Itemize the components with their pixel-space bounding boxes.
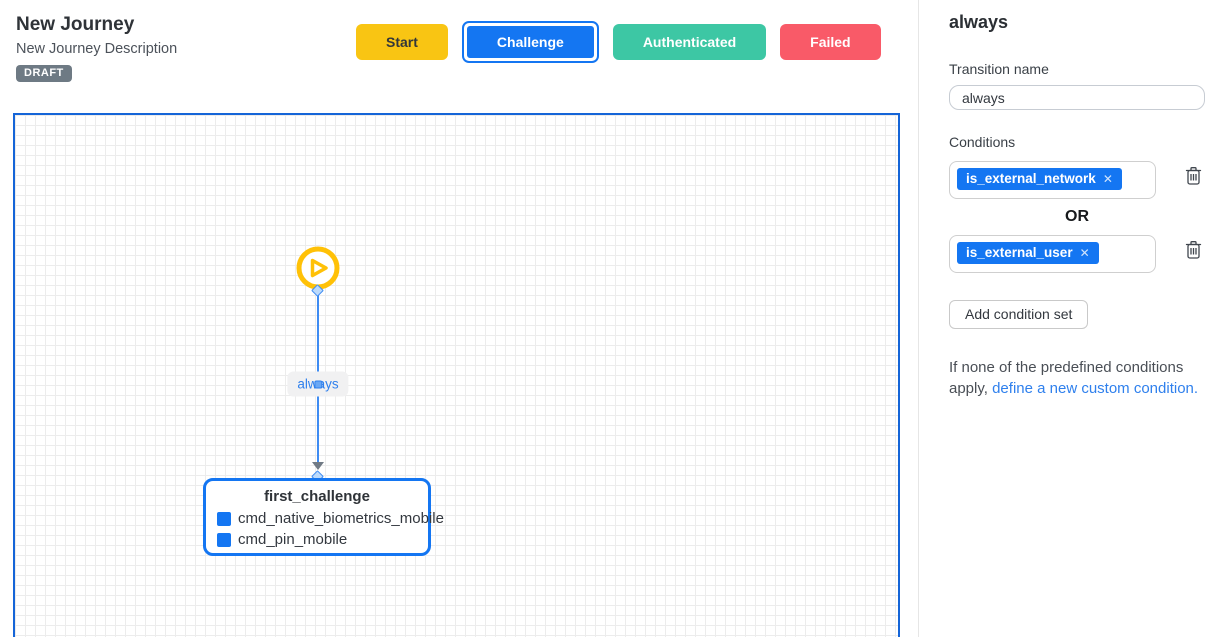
condition-set-row: is_external_network ✕ bbox=[949, 161, 1204, 199]
node-item-label: cmd_native_biometrics_mobile bbox=[238, 510, 444, 527]
challenge-node-first-challenge[interactable]: first_challenge cmd_native_biometrics_mo… bbox=[203, 478, 444, 556]
method-square-icon bbox=[217, 511, 231, 526]
journey-canvas[interactable]: always first_challenge cmd_native_biomet… bbox=[13, 113, 900, 637]
condition-set-input[interactable]: is_external_network ✕ bbox=[949, 161, 1156, 199]
condition-set-row: is_external_user ✕ bbox=[949, 235, 1204, 273]
panel-title: always bbox=[949, 12, 1009, 32]
play-icon bbox=[296, 246, 340, 290]
conditions-label: Conditions bbox=[949, 134, 1016, 150]
node-method-item: cmd_pin_mobile bbox=[206, 531, 428, 548]
condition-chip[interactable]: is_external_user ✕ bbox=[957, 242, 1099, 264]
authenticated-button[interactable]: Authenticated bbox=[612, 24, 767, 60]
journey-header: New Journey New Journey Description DRAF… bbox=[16, 14, 177, 82]
trash-icon bbox=[1185, 167, 1202, 185]
node-item-label: cmd_pin_mobile bbox=[238, 531, 348, 548]
start-node[interactable] bbox=[296, 246, 340, 290]
status-badge: DRAFT bbox=[16, 65, 72, 82]
method-square-icon bbox=[217, 532, 231, 547]
chip-remove-icon[interactable]: ✕ bbox=[1079, 245, 1090, 260]
condition-chip[interactable]: is_external_network ✕ bbox=[957, 168, 1122, 190]
transition-name-label: Transition name bbox=[949, 61, 1049, 77]
custom-condition-hint: If none of the predefined conditions app… bbox=[949, 357, 1211, 399]
challenge-button-selected-outline: Challenge bbox=[461, 21, 599, 63]
node-palette-toolbar: Start Challenge Authenticated Failed bbox=[356, 21, 881, 63]
edge-midpoint-handle[interactable] bbox=[313, 380, 322, 388]
edge-label-always[interactable]: always bbox=[287, 371, 349, 397]
chip-remove-icon[interactable]: ✕ bbox=[1102, 171, 1113, 186]
define-custom-condition-link[interactable]: define a new custom condition. bbox=[992, 380, 1199, 397]
transition-properties-panel: always Transition name Conditions is_ext… bbox=[918, 0, 1215, 637]
hint-text: If none of the predefined conditions app… bbox=[949, 359, 1184, 397]
condition-chip-label: is_external_network bbox=[966, 171, 1096, 186]
add-condition-set-button[interactable]: Add condition set bbox=[949, 300, 1089, 329]
node-title: first_challenge bbox=[264, 488, 370, 505]
edge-arrowhead-icon bbox=[312, 462, 324, 470]
page-description: New Journey Description bbox=[16, 41, 178, 57]
page-title: New Journey bbox=[16, 14, 135, 35]
or-separator: OR bbox=[1065, 208, 1089, 225]
delete-condition-set-button[interactable] bbox=[1183, 164, 1204, 191]
condition-set-input[interactable]: is_external_user ✕ bbox=[949, 235, 1156, 273]
transition-name-input[interactable] bbox=[949, 85, 1205, 110]
condition-chip-label: is_external_user bbox=[966, 245, 1073, 260]
start-button[interactable]: Start bbox=[356, 24, 448, 60]
failed-button[interactable]: Failed bbox=[780, 24, 881, 60]
node-method-item: cmd_native_biometrics_mobile bbox=[206, 510, 444, 527]
challenge-button[interactable]: Challenge bbox=[465, 25, 595, 59]
trash-icon bbox=[1185, 241, 1202, 259]
delete-condition-set-button[interactable] bbox=[1183, 238, 1204, 265]
